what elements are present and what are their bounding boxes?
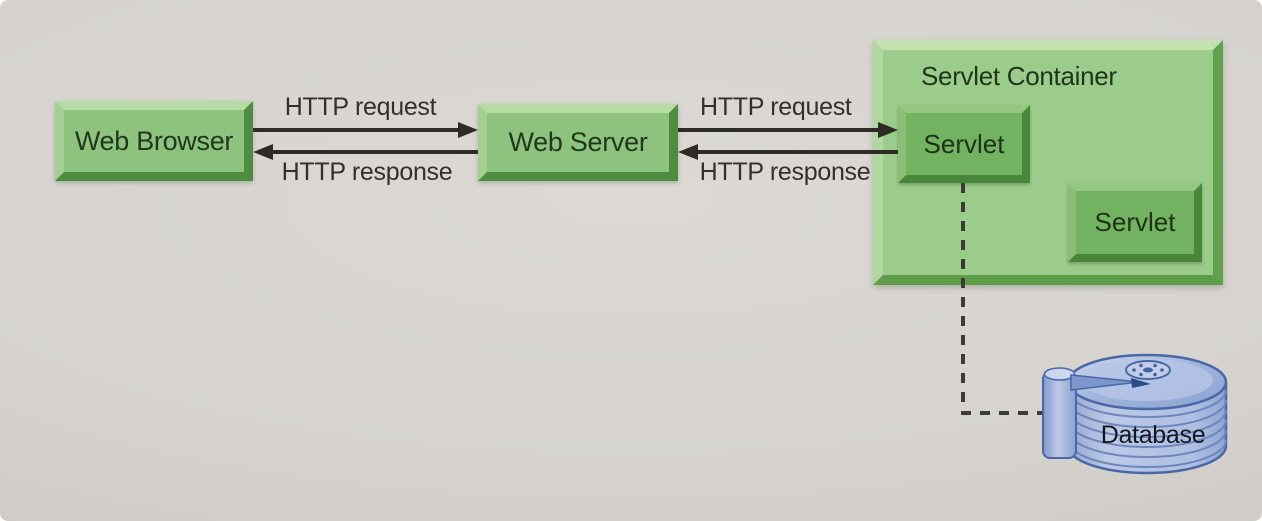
servlet-secondary-node: Servlet xyxy=(1068,183,1202,262)
arrowhead-left-icon xyxy=(678,144,698,160)
edge-label-browser-request: HTTP request xyxy=(284,93,437,121)
web-server-label: Web Server xyxy=(508,127,648,157)
servlet-container-label: Servlet Container xyxy=(921,61,1117,91)
web-browser-label: Web Browser xyxy=(74,125,234,156)
dashed-connector-vertical xyxy=(961,183,965,413)
arrowhead-right-icon xyxy=(458,122,478,138)
dashed-connector-horizontal xyxy=(961,411,1045,415)
web-browser-node: Web Browser xyxy=(55,101,253,181)
servlet-primary-node: Servlet xyxy=(898,105,1030,183)
arrowhead-left-icon xyxy=(253,144,273,160)
edge-label-server-response: HTTP response xyxy=(699,158,871,186)
arrow-server-to-servlet xyxy=(678,128,879,132)
arrow-browser-to-server xyxy=(253,128,459,132)
arrow-servlet-to-server xyxy=(698,150,898,154)
arrowhead-right-icon xyxy=(878,122,898,138)
web-server-node: Web Server xyxy=(478,104,678,181)
database-node xyxy=(1035,338,1235,498)
arrow-server-to-browser xyxy=(273,150,478,154)
servlet-secondary-label: Servlet xyxy=(1094,207,1176,237)
servlet-primary-label: Servlet xyxy=(923,128,1005,159)
database-label: Database xyxy=(1100,421,1206,449)
edge-label-browser-response: HTTP response xyxy=(281,158,453,186)
edge-label-server-request: HTTP request xyxy=(700,93,852,121)
database-disk-icon xyxy=(1042,353,1228,475)
